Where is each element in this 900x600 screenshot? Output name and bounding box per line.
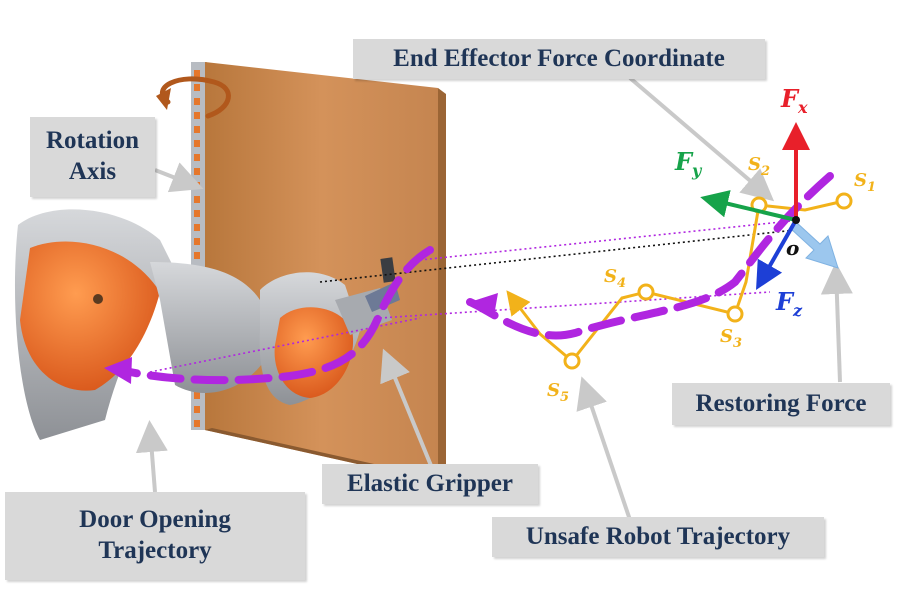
callout-end-effector-force-coordinate: End Effector Force Coordinate	[353, 39, 765, 79]
rail-tick	[194, 112, 200, 119]
callout-elastic-gripper: Elastic Gripper	[322, 464, 538, 504]
origin-label: o	[786, 236, 800, 260]
door-opening-trajectory	[104, 172, 834, 385]
fz-label: Fz	[776, 287, 803, 321]
state-label-s3: S3	[720, 326, 743, 352]
rail-tick	[194, 406, 200, 413]
rail-tick	[194, 168, 200, 175]
restoring-force-arrow	[789, 221, 839, 269]
callout-rotation-axis: Rotation Axis	[30, 117, 155, 197]
rail-tick	[194, 252, 200, 259]
rotation-arrow-icon	[159, 76, 231, 119]
force-axes	[700, 122, 810, 290]
door-panel	[205, 62, 438, 482]
callout-restoring-force: Restoring Force	[672, 383, 890, 425]
rail-tick	[194, 70, 200, 77]
rail-tick	[194, 84, 200, 91]
rail-tick	[194, 126, 200, 133]
fx-label: Fx	[781, 84, 808, 118]
state-label-s1: S1	[854, 170, 877, 196]
state-label-s2: S2	[748, 154, 771, 180]
rail-tick	[194, 196, 200, 203]
state-marker-s1	[835, 192, 853, 210]
rail-tick	[194, 224, 200, 231]
rail-tick	[194, 98, 200, 105]
robot-arm	[14, 209, 400, 440]
state-marker-s3	[726, 305, 744, 323]
callout-text: Axis	[68, 158, 117, 185]
callout-text: Trajectory	[98, 537, 212, 564]
rail-tick	[194, 238, 200, 245]
callout-text: Elastic Gripper	[347, 470, 513, 497]
callout-text: Rotation	[45, 127, 140, 154]
door-edge	[438, 88, 446, 482]
rail-tick	[194, 154, 200, 161]
callout-text: Door Opening	[79, 506, 231, 533]
rail-tick	[194, 140, 200, 147]
callout-text: Unsafe Robot Trajectory	[525, 523, 791, 550]
rotation-arrowhead-icon	[156, 88, 171, 110]
state-marker-s5	[563, 352, 581, 370]
callout-door-opening-trajectory: Door Opening Trajectory	[5, 492, 305, 580]
fy-label: Fy	[675, 147, 702, 181]
leader-lines	[135, 76, 853, 521]
state-label-s5: S5	[547, 380, 570, 406]
callout-text: Restoring Force	[695, 390, 867, 417]
rail-tick	[194, 420, 200, 427]
callout-unsafe-robot-trajectory: Unsafe Robot Trajectory	[492, 517, 824, 557]
state-label-s4: S4	[604, 266, 627, 292]
rail-tick	[194, 210, 200, 217]
state-marker-s4	[637, 283, 655, 301]
rail-tick	[194, 392, 200, 399]
callout-text: End Effector Force Coordinate	[393, 45, 725, 72]
